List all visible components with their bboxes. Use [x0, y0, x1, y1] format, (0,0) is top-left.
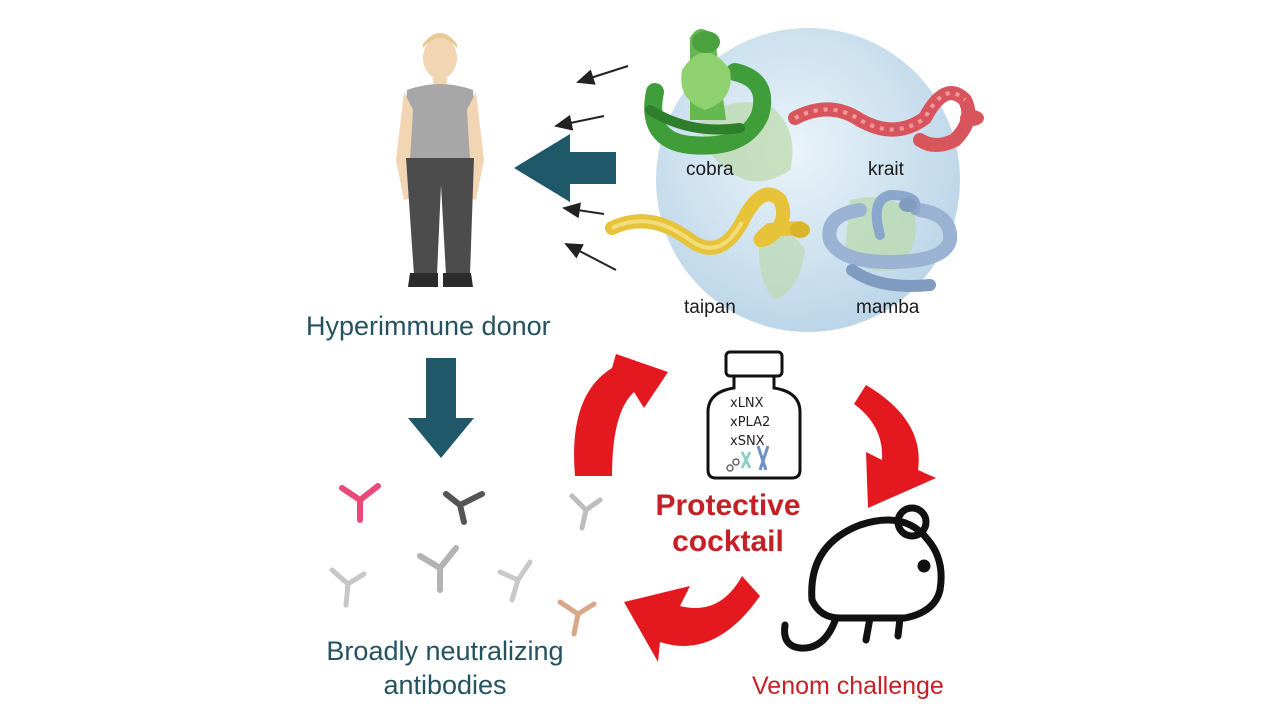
teal-arrow-down [408, 358, 474, 458]
antibody-icon [339, 483, 381, 523]
mamba-label: mamba [856, 297, 920, 318]
antibodies-line-2: antibodies [383, 670, 507, 700]
vial-line-lnx: xLNX [730, 396, 764, 411]
cobra-label: cobra [686, 159, 734, 180]
cobra-icon [644, 29, 772, 155]
vial-line-snx: xSNX [730, 434, 765, 449]
antibody-icon [329, 567, 367, 608]
cocktail-line-1: Protective [655, 489, 801, 522]
antibody-icon [417, 545, 459, 593]
antibody-icon [443, 491, 485, 525]
cocktail-line-2: cocktail [672, 525, 784, 558]
vial-icon [706, 350, 802, 480]
antibodies-line-1: Broadly neutralizing [326, 636, 564, 666]
antibody-icon [569, 493, 603, 531]
antibody-icon [497, 559, 533, 603]
krait-label: krait [868, 159, 904, 180]
mamba-icon [822, 189, 958, 292]
cocktail-label: Protective cocktail [628, 488, 828, 560]
red-arrow-down-right [854, 385, 936, 508]
krait-icon [788, 86, 984, 152]
vial-line-pla2: xPLA2 [730, 415, 771, 430]
vial-label: xLNX xPLA2 xSNX [730, 394, 770, 451]
mouse-icon [781, 504, 945, 652]
person-icon [396, 33, 484, 287]
challenge-label: Venom challenge [752, 672, 944, 700]
red-arrow-left [624, 576, 760, 662]
red-arrow-up [574, 354, 668, 476]
antibody-icons [329, 483, 603, 637]
exposure-arrows [554, 65, 629, 271]
antibody-icon [557, 599, 597, 637]
teal-arrow-left [514, 134, 616, 202]
donor-label: Hyperimmune donor [306, 311, 551, 341]
antibodies-label: Broadly neutralizing antibodies [300, 634, 590, 702]
taipan-icon [605, 187, 810, 255]
taipan-label: taipan [684, 297, 736, 318]
